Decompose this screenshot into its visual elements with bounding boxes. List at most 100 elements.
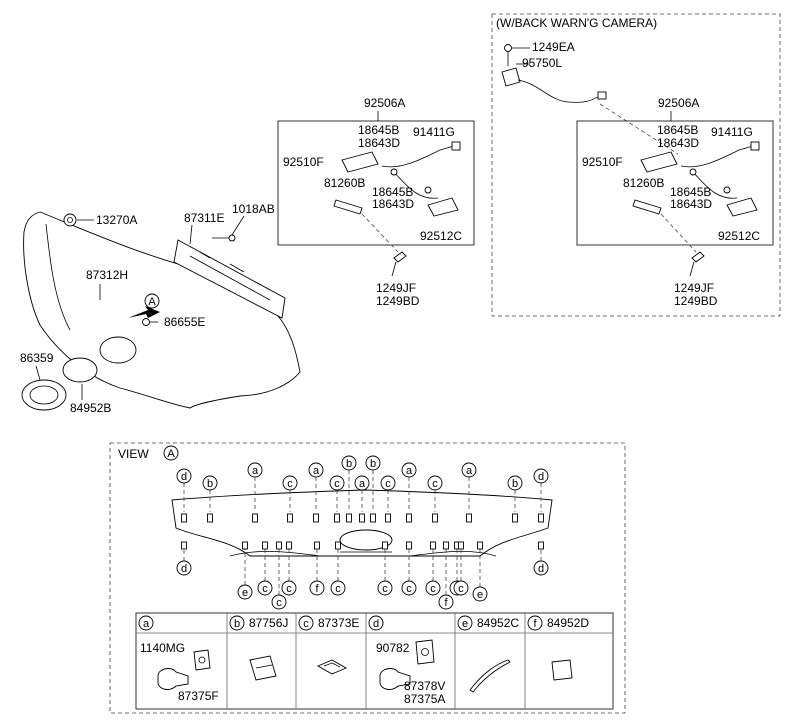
- view-marker-top-13: b: [512, 478, 518, 490]
- label-18643d-bottom-cam: 18643D: [670, 197, 712, 211]
- view-clip-top-10: [406, 513, 412, 523]
- view-a-section: VIEW A dbacacbabcacabddeccfccccccfced: [109, 442, 626, 714]
- view-marker-bottom-5: c: [335, 583, 341, 595]
- view-clip-bottom-3: [286, 541, 292, 550]
- view-clip-top-5: [334, 513, 340, 523]
- view-marker-top-4: a: [313, 465, 320, 477]
- view-marker-top-1: b: [207, 478, 213, 490]
- label-92510f: 92510F: [283, 155, 324, 169]
- view-clip-bottom-8: [430, 541, 436, 550]
- bolt-1249jf: [393, 251, 407, 263]
- label-86359: 86359: [20, 351, 54, 365]
- view-clip-top-14: [538, 513, 544, 523]
- camera-lamp-group-box: [576, 120, 774, 246]
- view-marker-top-7: a: [359, 478, 366, 490]
- view-clip-top-4: [313, 513, 319, 523]
- table-key-e: e: [462, 618, 468, 630]
- table-key-a: a: [143, 618, 150, 630]
- table-part-87378v: 87378V: [404, 679, 445, 693]
- view-clip-top-7: [359, 513, 365, 523]
- view-a-clips: [181, 513, 544, 550]
- table-key-b: b: [234, 618, 240, 630]
- label-18645b-top: 18645B: [358, 123, 399, 137]
- label-91411g: 91411G: [413, 125, 455, 139]
- view-marker-bottom-6: c: [382, 583, 388, 595]
- view-marker-bottom-1: e: [242, 587, 248, 599]
- label-13270a: 13270A: [96, 213, 137, 227]
- view-a-markers: dbacacbabcacabddeccfccccccfced: [176, 455, 549, 610]
- view-clip-bottom-12: [276, 541, 282, 550]
- table-key-f: f: [533, 618, 537, 630]
- view-clip-top-11: [432, 513, 438, 523]
- screw-1249ea: [504, 44, 512, 52]
- table-part-87375f: 87375F: [178, 689, 219, 703]
- clip-87756j-drawing: [249, 655, 277, 681]
- view-clip-bottom-11: [443, 541, 449, 550]
- lamp-lens-92512c: [427, 197, 459, 217]
- view-clip-bottom-1: [242, 541, 248, 550]
- view-clip-top-12: [466, 513, 472, 523]
- label-92512c-cam: 92512C: [718, 229, 760, 243]
- view-marker-bottom-8: c: [430, 583, 436, 595]
- view-a-marker: A: [148, 296, 156, 308]
- label-1249jf-cam: 1249JF: [674, 281, 714, 295]
- label-18643d-bottom: 18643D: [372, 197, 414, 211]
- view-marker-top-8: b: [370, 458, 376, 470]
- view-a-title-marker: A: [167, 448, 175, 460]
- label-1249bd-cam: 1249BD: [674, 294, 718, 308]
- view-marker-top-11: c: [432, 478, 438, 490]
- view-clip-bottom-2: [262, 541, 268, 550]
- tailgate-garnish-assembly: A 13270A 87311E 1018AB 87312H 86655E 863…: [20, 202, 301, 415]
- view-a-frame: [109, 442, 626, 714]
- view-clip-bottom-0: [181, 541, 187, 550]
- view-marker-bottom-12: c: [276, 597, 282, 609]
- view-clip-top-2: [252, 513, 258, 523]
- table-key-d: d: [373, 618, 379, 630]
- lamp-wiring: [381, 145, 455, 199]
- label-1018ab: 1018AB: [232, 202, 275, 216]
- pad-84952b: [62, 357, 98, 383]
- label-95750l: 95750L: [522, 56, 562, 70]
- camera-harness: [517, 79, 601, 103]
- view-marker-bottom-4: f: [315, 583, 319, 595]
- label-87311e: 87311E: [184, 211, 224, 225]
- view-marker-top-2: a: [252, 465, 259, 477]
- garnish-rear-view: [171, 489, 553, 557]
- view-clip-top-8: [370, 513, 376, 523]
- license-lamp-group: 92506A 18645B 18643D 91411G 92510F 81260…: [277, 96, 475, 308]
- table-part-87375a: 87375A: [404, 692, 445, 706]
- label-81260b: 81260B: [324, 176, 365, 190]
- table-part-1140mg: 1140MG: [140, 641, 185, 655]
- view-clip-top-3: [287, 513, 293, 523]
- bracket-87311e: [173, 239, 286, 319]
- lamp-bulb-holder: [333, 199, 363, 215]
- view-marker-bottom-7: c: [406, 583, 412, 595]
- pad-87375f-drawing: [193, 649, 211, 671]
- view-clip-top-13: [512, 513, 518, 523]
- label-18643d-top-cam: 18643D: [657, 136, 699, 150]
- view-clip-top-0: [181, 513, 187, 523]
- view-clip-top-6: [346, 513, 352, 523]
- view-marker-bottom-10: c: [458, 583, 464, 595]
- table-part-87373e: 87373E: [318, 616, 359, 630]
- strip-84952c-drawing: [469, 659, 511, 693]
- label-18645b-bottom: 18645B: [372, 185, 413, 199]
- view-marker-top-9: c: [385, 478, 391, 490]
- table-key-c: c: [303, 618, 309, 630]
- tailgate-garnish: [23, 211, 301, 409]
- label-91411g-cam: 91411G: [711, 125, 753, 139]
- view-marker-bottom-13: e: [477, 589, 483, 601]
- label-1249jf: 1249JF: [376, 281, 416, 295]
- label-92506a: 92506A: [364, 96, 405, 110]
- label-18645b-bottom-cam: 18645B: [670, 185, 711, 199]
- view-marker-top-12: a: [466, 465, 473, 477]
- view-clip-bottom-6: [382, 541, 388, 550]
- view-marker-bottom-3: c: [286, 583, 292, 595]
- view-a-arrow: [128, 306, 160, 318]
- garnish-emblem-recess: [99, 336, 137, 364]
- label-92510f-cam: 92510F: [582, 155, 623, 169]
- camera-option-header: (W/BACK WARN'G CAMERA): [496, 16, 657, 30]
- view-a-title: VIEW: [118, 447, 149, 461]
- nut-13270a: [63, 213, 77, 227]
- view-marker-top-14: d: [538, 471, 544, 483]
